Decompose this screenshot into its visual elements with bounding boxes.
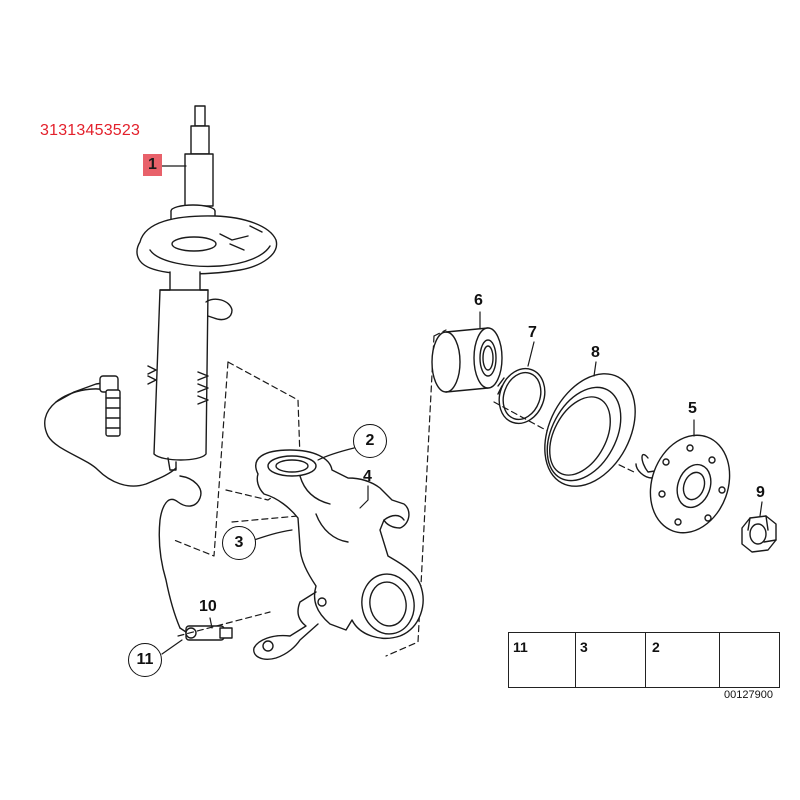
callout-8: 8: [591, 344, 600, 361]
callout-1-highlighted: 1: [143, 154, 162, 176]
legend-number-11: 11: [513, 639, 528, 655]
circlip: [497, 367, 546, 425]
callout-4: 4: [363, 468, 372, 485]
abs-sensor-cable: [44, 375, 233, 641]
callout-7: 7: [528, 324, 537, 341]
callout-5: 5: [688, 400, 697, 417]
wheel-hub: [635, 434, 731, 534]
legend-cell-bolt-11: 11: [509, 633, 576, 687]
wheel-bearing: [431, 327, 503, 393]
callout-6: 6: [474, 292, 483, 309]
hardware-legend-box: 11 3 2: [508, 632, 780, 688]
legend-number-3: 3: [580, 639, 588, 655]
legend-cell-nut-3: 3: [576, 633, 646, 687]
assembly-dash-lines: [173, 329, 635, 657]
callout-leader-lines: [161, 165, 763, 655]
callout-2: 2: [353, 424, 387, 458]
callout-3: 3: [222, 526, 256, 560]
hub-nut: [741, 515, 777, 553]
legend-cell-arrow-icon: [720, 633, 779, 687]
legend-number-2: 2: [652, 639, 660, 655]
callout-9: 9: [756, 484, 765, 501]
callout-10: 10: [199, 598, 217, 615]
legend-cell-bolt-2: 2: [646, 633, 720, 687]
part-number-label: 31313453523: [40, 122, 141, 139]
dust-shield: [544, 373, 636, 487]
steering-knuckle: [253, 449, 424, 660]
diagram-code: 00127900: [724, 689, 773, 701]
callout-11: 11: [128, 643, 162, 677]
shock-absorber-strut: [136, 105, 278, 471]
